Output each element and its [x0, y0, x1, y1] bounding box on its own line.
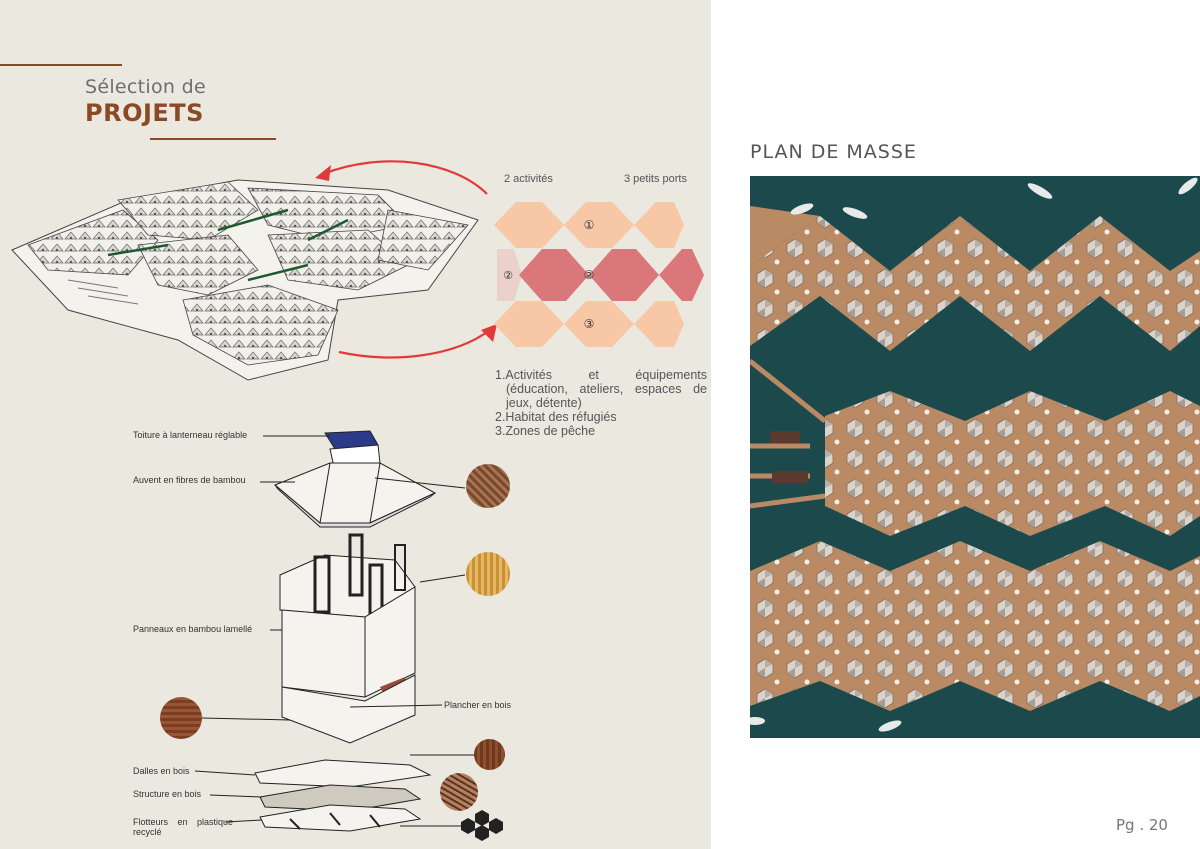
float-modules-icon	[461, 810, 503, 841]
arrow-top-icon	[315, 160, 488, 195]
diagram-label-activities: 2 activités	[504, 173, 553, 185]
label-floor: Plancher en bois	[444, 700, 512, 710]
hex-row-3	[494, 301, 684, 347]
hex-row-1b	[542, 202, 634, 248]
legend-item-3: 3.Zones de pêche	[495, 424, 596, 438]
header-rule-top	[0, 64, 122, 66]
arrow-bottom-icon	[338, 324, 497, 359]
legend-item-1-line2: (éducation, ateliers, espaces de jeux, d…	[506, 382, 707, 410]
master-plan-aerial	[750, 176, 1200, 738]
swatch-wood-floor	[160, 697, 202, 739]
header-rule-bottom	[150, 138, 276, 140]
left-panel: Sélection de PROJETS 2 activités 3 petit	[0, 0, 711, 849]
swatch-bamboo-fiber	[466, 464, 510, 508]
legend-item-2: 2.Habitat des réfugiés	[495, 410, 617, 424]
swatch-bamboo-laminated	[466, 552, 510, 596]
hex-number-1: ①	[584, 218, 595, 232]
label-panels: Panneaux en bambou lamellé	[133, 624, 253, 634]
legend-item-1-line1: 1.Activités et équipements	[495, 368, 707, 382]
hex-number-2: ②	[584, 268, 595, 282]
hex-side-number: ②	[503, 269, 513, 282]
hex-row-2	[519, 249, 704, 301]
hex-number-3: ③	[584, 317, 595, 331]
label-roof-lantern: Toiture à lanterneau réglable	[133, 430, 248, 440]
plan-title: PLAN DE MASSE	[750, 141, 917, 163]
label-slabs: Dalles en bois	[133, 766, 190, 776]
hex-program-diagram: ① ② ② ③	[494, 202, 704, 347]
program-legend: 1.Activités et équipements (éducation, a…	[495, 368, 707, 438]
hex-side	[497, 249, 522, 301]
swatch-wood-structure	[440, 773, 478, 811]
diagram-label-ports: 3 petits ports	[624, 173, 687, 185]
label-awning: Auvent en fibres de bambou	[133, 475, 246, 485]
header-title: PROJETS	[85, 99, 204, 127]
leader-lines	[194, 435, 475, 827]
header-subtitle: Sélection de	[85, 76, 206, 98]
page-number: Pg . 20	[1116, 816, 1168, 834]
swatch-wood-slab	[474, 739, 505, 770]
exploded-shelter-drawing	[254, 430, 437, 832]
hex-row-1c	[612, 202, 684, 248]
site-isometric-illustration	[11, 179, 479, 381]
label-structure: Structure en bois	[133, 789, 202, 799]
label-floats: Flotteurs en plastique recyclé	[133, 817, 233, 837]
